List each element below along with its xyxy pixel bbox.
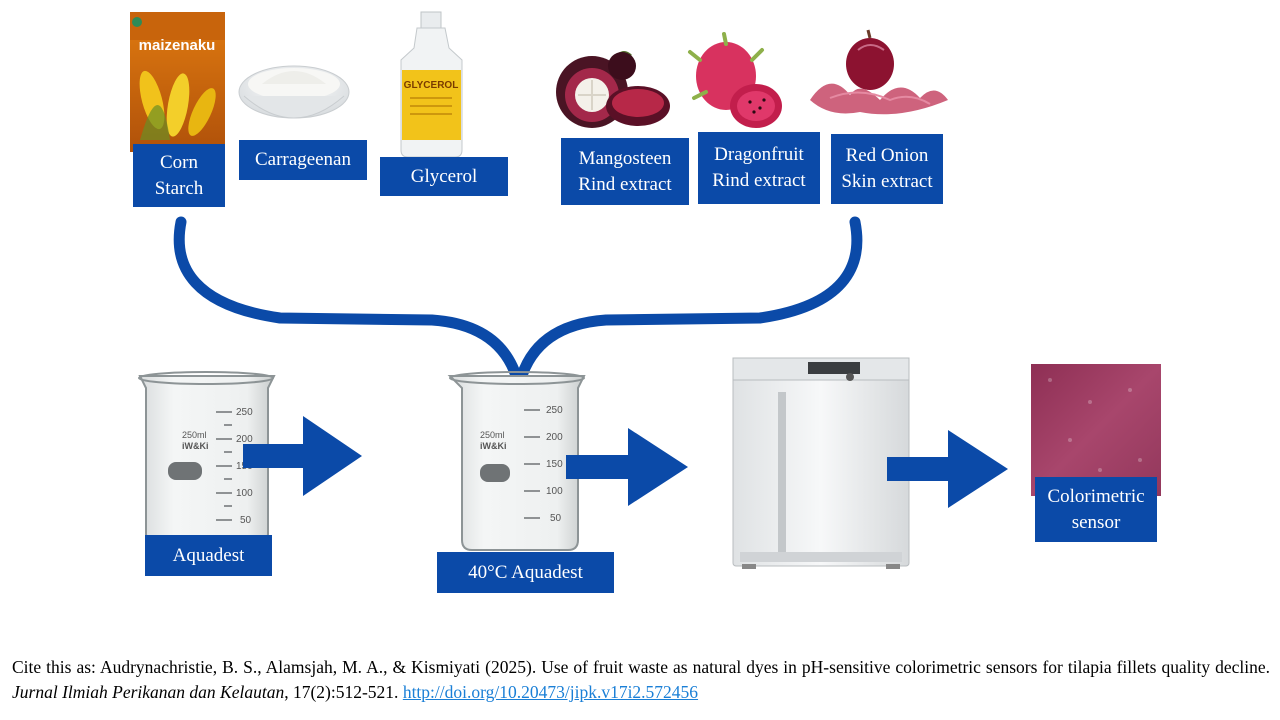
mangosteen-image <box>556 51 670 128</box>
corn-starch-box-image: maizenaku <box>130 12 225 152</box>
beaker-1-brand-volume: 250ml <box>182 430 207 440</box>
red-onion-image <box>810 29 948 115</box>
citation-volume: , 17(2):512-521. <box>284 682 399 702</box>
beaker-1-brand-name: iW&Ki <box>182 441 209 451</box>
label-aquadest-40c: 40°C Aquadest <box>437 552 614 593</box>
arrow-beaker-to-beaker <box>243 416 362 496</box>
beaker-2-mark-150: 150 <box>546 459 563 470</box>
glycerol-bottle-label: GLYCEROL <box>404 80 459 91</box>
beaker-2-image: 250ml iW&Ki 250 200 150 100 50 <box>447 371 586 551</box>
colorimetric-sensor-film <box>1031 364 1161 496</box>
beaker-1-mark-200: 200 <box>236 434 253 445</box>
glycerol-bottle-image: GLYCEROL <box>400 11 463 158</box>
carrageenan-bowl-image <box>238 65 350 119</box>
label-aquadest: Aquadest <box>145 535 272 576</box>
label-glycerol: Glycerol <box>380 157 508 196</box>
maizenaku-label: maizenaku <box>139 37 216 54</box>
beaker-2-mark-200: 200 <box>546 432 563 443</box>
arrow-beaker-to-oven <box>566 428 688 506</box>
label-carrageenan: Carrageenan <box>239 140 367 180</box>
dragonfruit-image <box>688 32 782 128</box>
oven-image <box>732 357 910 569</box>
beaker-2-brand-name: iW&Ki <box>480 441 507 451</box>
citation-doi-link[interactable]: http://doi.org/10.20473/jipk.v17i2.57245… <box>402 682 699 702</box>
citation-prefix: Cite this as: Audrynachristie, B. S., Al… <box>12 657 1270 677</box>
beaker-1-mark-250: 250 <box>236 407 253 418</box>
citation-journal: Jurnal Ilmiah Perikanan dan Kelautan <box>12 682 285 702</box>
beaker-2-mark-100: 100 <box>546 486 563 497</box>
arrow-oven-to-sensor <box>887 430 1008 508</box>
citation-text: Cite this as: Audrynachristie, B. S., Al… <box>12 655 1270 705</box>
beaker-1-mark-100: 100 <box>236 488 253 499</box>
beaker-1-mark-50: 50 <box>240 515 252 526</box>
beaker-2-mark-250: 250 <box>546 405 563 416</box>
beaker-2-mark-50: 50 <box>550 513 562 524</box>
beaker-2-brand-volume: 250ml <box>480 430 505 440</box>
sensor-texture <box>1048 378 1142 472</box>
